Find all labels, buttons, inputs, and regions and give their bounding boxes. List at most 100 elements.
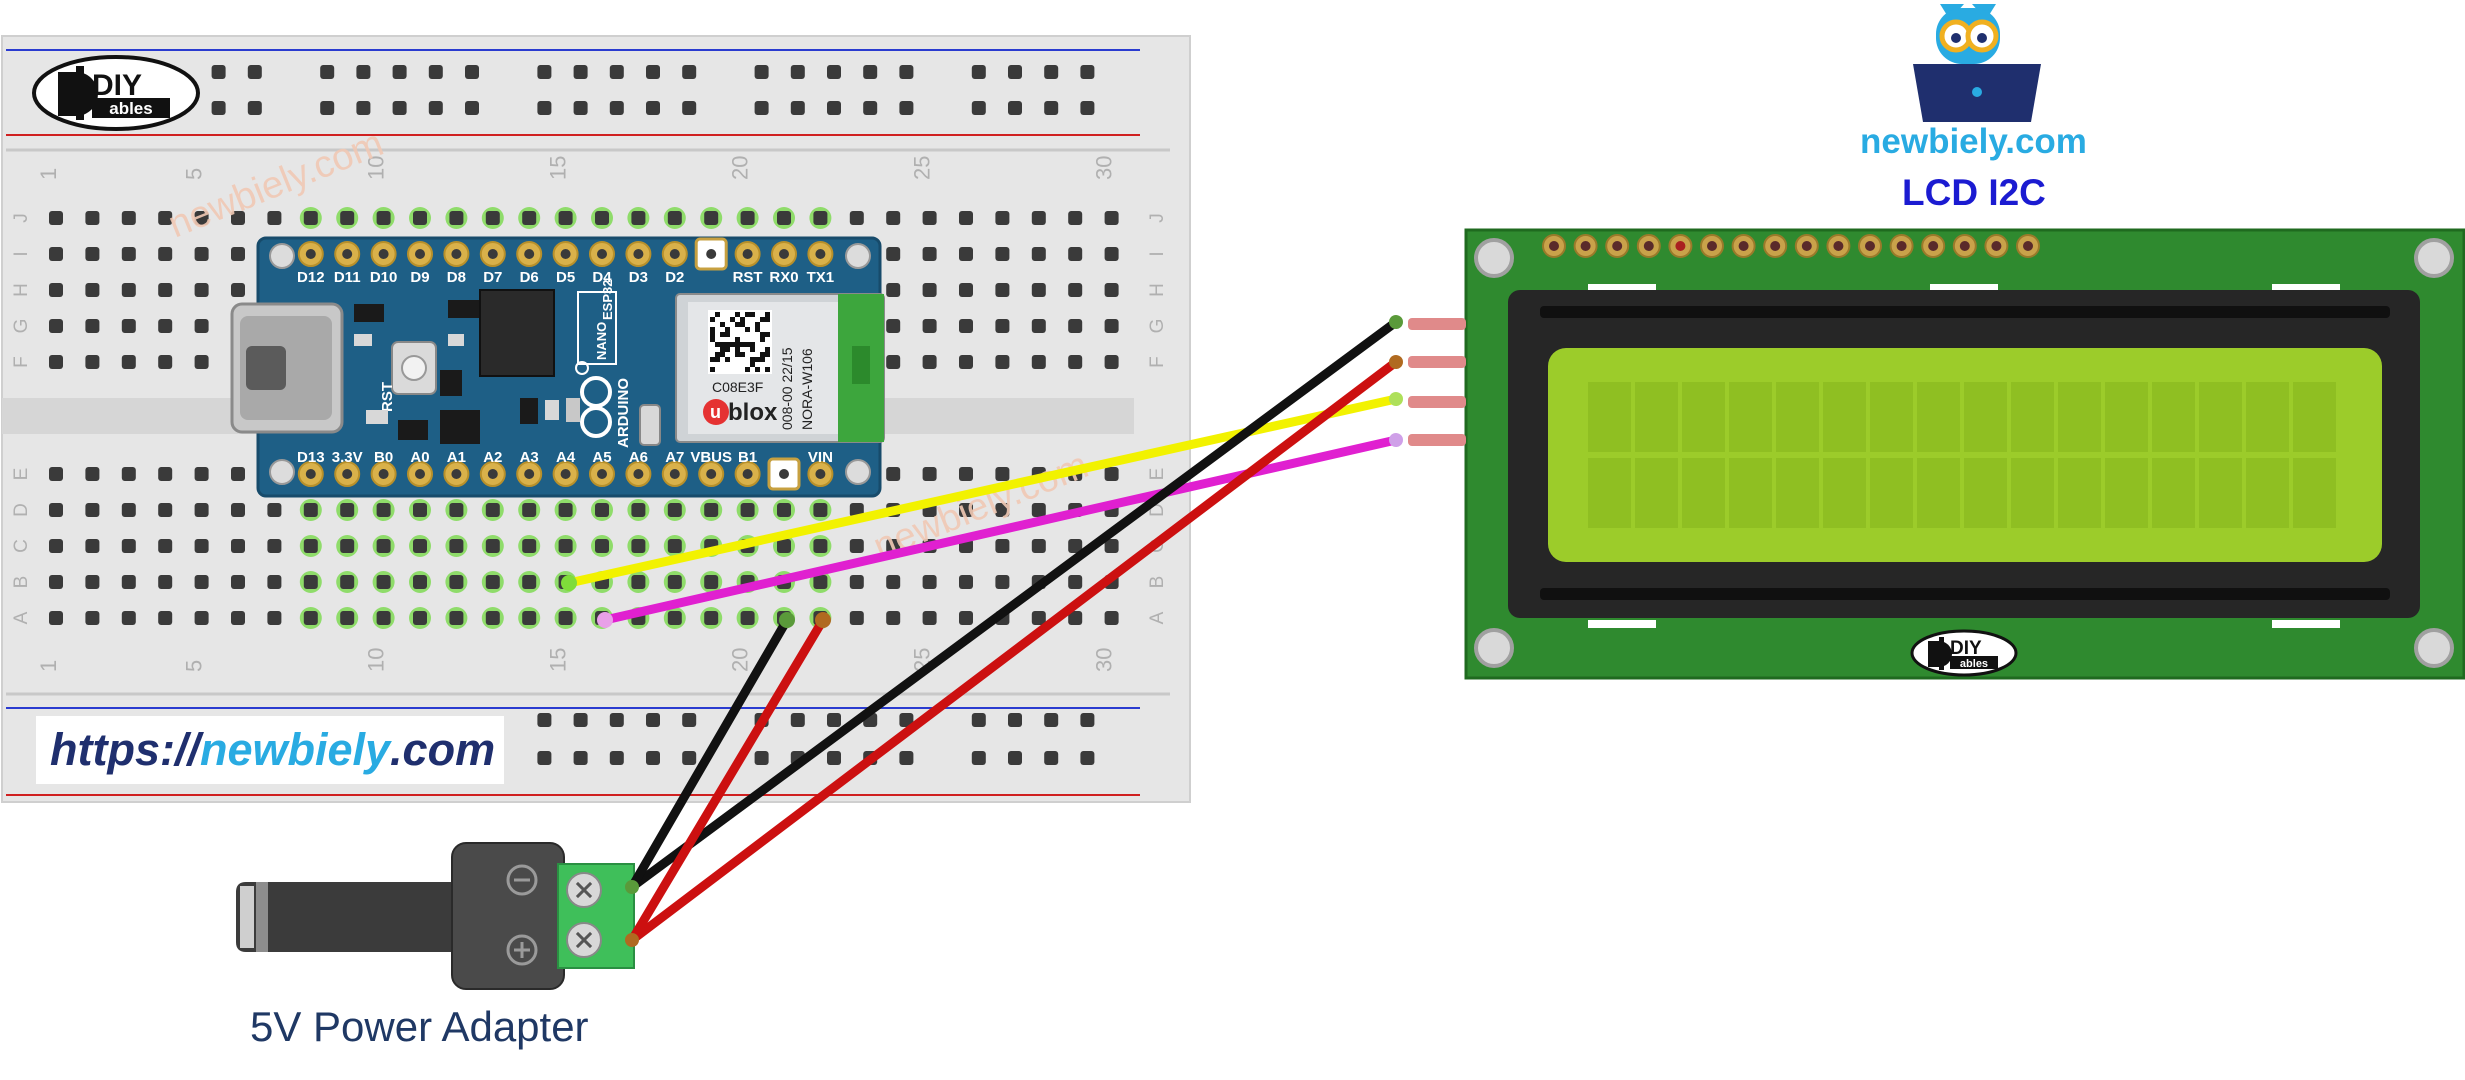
lcd-i2c-title: LCD I2C [1902, 172, 2046, 213]
board-pin-label: VBUS [690, 449, 732, 466]
board-pin-label: 3.3V [332, 449, 363, 466]
board-pin-label: D5 [556, 269, 575, 286]
board-pin-label: D10 [370, 269, 398, 286]
row-letter: D [11, 503, 32, 517]
row-letter: J [1147, 213, 1168, 223]
module-code: C08E3F [712, 379, 763, 395]
esp32-chip [479, 289, 555, 377]
row-letter: E [1147, 468, 1168, 481]
arduino-logo-icon [575, 361, 612, 438]
board-pin-label: D8 [447, 269, 466, 286]
board-pin-label: D11 [334, 269, 361, 286]
adapter-body [451, 842, 565, 990]
board-pin-label: RX0 [769, 269, 798, 286]
row-letter: G [11, 319, 32, 334]
lcd-logo-ables: ables [1960, 658, 1988, 670]
wire-sda-yellow [564, 394, 1401, 588]
nano-label: NANO [594, 322, 609, 360]
power-adapter-label: 5V Power Adapter [250, 1003, 589, 1050]
board-pin-label: D6 [520, 269, 539, 286]
ublox-logo-text: blox [728, 399, 778, 426]
board-pin-label: D2 [665, 269, 684, 286]
lcd-header-pins [1542, 234, 2040, 258]
board-pin-label: A4 [556, 449, 576, 466]
diyables-logo-diy: DIY [92, 69, 142, 102]
column-number: 30 [1092, 156, 1117, 180]
column-number: 20 [728, 648, 753, 672]
column-number: 5 [182, 168, 207, 180]
lcd-logo-diy: DIY [1950, 638, 1982, 659]
ublox-logo-u: u [710, 402, 721, 422]
column-number: 10 [364, 156, 389, 180]
row-letter: B [11, 576, 32, 589]
column-number: 5 [182, 660, 207, 672]
board-pin-label: A3 [520, 449, 539, 466]
column-number: 15 [546, 648, 571, 672]
row-letter: F [1147, 356, 1168, 368]
wire-gnd-lcd-black [627, 317, 1401, 892]
module-line-2: NORA-W106 [799, 348, 815, 430]
row-letter: G [1147, 319, 1168, 334]
qr-code-icon [708, 310, 772, 374]
ublox-logo-icon [703, 399, 729, 425]
board-pin-label: VIN [808, 449, 833, 466]
wire-vin-board-red [627, 615, 828, 945]
board-pin-label: D4 [592, 269, 612, 286]
board-pin-label: A6 [629, 449, 648, 466]
board-pin-label: A5 [592, 449, 611, 466]
row-letter: F [11, 356, 32, 368]
lcd-character-grid [1588, 382, 2336, 528]
board-pin-label: RST [733, 269, 763, 286]
board-pin-label: A0 [410, 449, 429, 466]
row-letter: J [11, 213, 32, 223]
board-pin-label: B0 [374, 449, 393, 466]
site-url-prefix: https:// [50, 724, 200, 775]
row-letter: C [11, 539, 32, 553]
column-number: 30 [1092, 648, 1117, 672]
column-number: 25 [910, 156, 935, 180]
board-pin-label: D13 [297, 449, 325, 466]
board-pin-label: D7 [483, 269, 502, 286]
wires [561, 315, 1403, 947]
row-letter: A [11, 611, 32, 624]
row-letter: I [11, 251, 32, 256]
row-letter: E [11, 468, 32, 481]
board-pin-label: D12 [297, 269, 325, 286]
brand-site-name: newbiely.com [1860, 122, 2087, 161]
diyables-logo-ables: ables [109, 99, 152, 118]
site-url-name: newbiely [199, 724, 391, 775]
row-letter: H [1147, 283, 1168, 297]
column-number: 1 [36, 168, 61, 180]
board-pin-label: A1 [447, 449, 466, 466]
row-letter: B [1147, 576, 1168, 589]
ublox-module: C08E3F 008-00 22/15 NORA-W106 u blox [675, 293, 885, 443]
column-number: 15 [546, 156, 571, 180]
site-url-suffix: .com [390, 724, 496, 775]
board-pin-label: B1 [738, 449, 757, 466]
wire-scl-magenta [600, 435, 1401, 625]
lcd-screen [1548, 348, 2382, 562]
board-pin-label: TX1 [807, 269, 835, 286]
newbiely-owl-icon [1913, 4, 2041, 122]
board-pin-label: A2 [483, 449, 502, 466]
wire-gnd-board-black [627, 615, 792, 892]
column-number: 10 [364, 648, 389, 672]
module-line-1: 008-00 22/15 [779, 347, 795, 430]
board-pin-label: A7 [665, 449, 684, 466]
site-url-banner: https://newbiely.com [36, 716, 504, 784]
column-number: 1 [36, 660, 61, 672]
column-number: 20 [728, 156, 753, 180]
arduino-label: ARDUINO [615, 378, 632, 448]
row-letter: A [1147, 611, 1168, 624]
usb-c-connector [230, 302, 344, 434]
esp32-label: ESP32 [600, 280, 615, 320]
rst-label: RST [379, 382, 396, 412]
board-pin-label: D3 [629, 269, 648, 286]
lcd-i2c-module: DIY ables [1408, 228, 2465, 680]
i2c-pins [1408, 318, 1466, 446]
diyables-logo: DIY ables [32, 55, 200, 131]
lcd-diyables-logo: DIY ables [1910, 629, 2018, 677]
